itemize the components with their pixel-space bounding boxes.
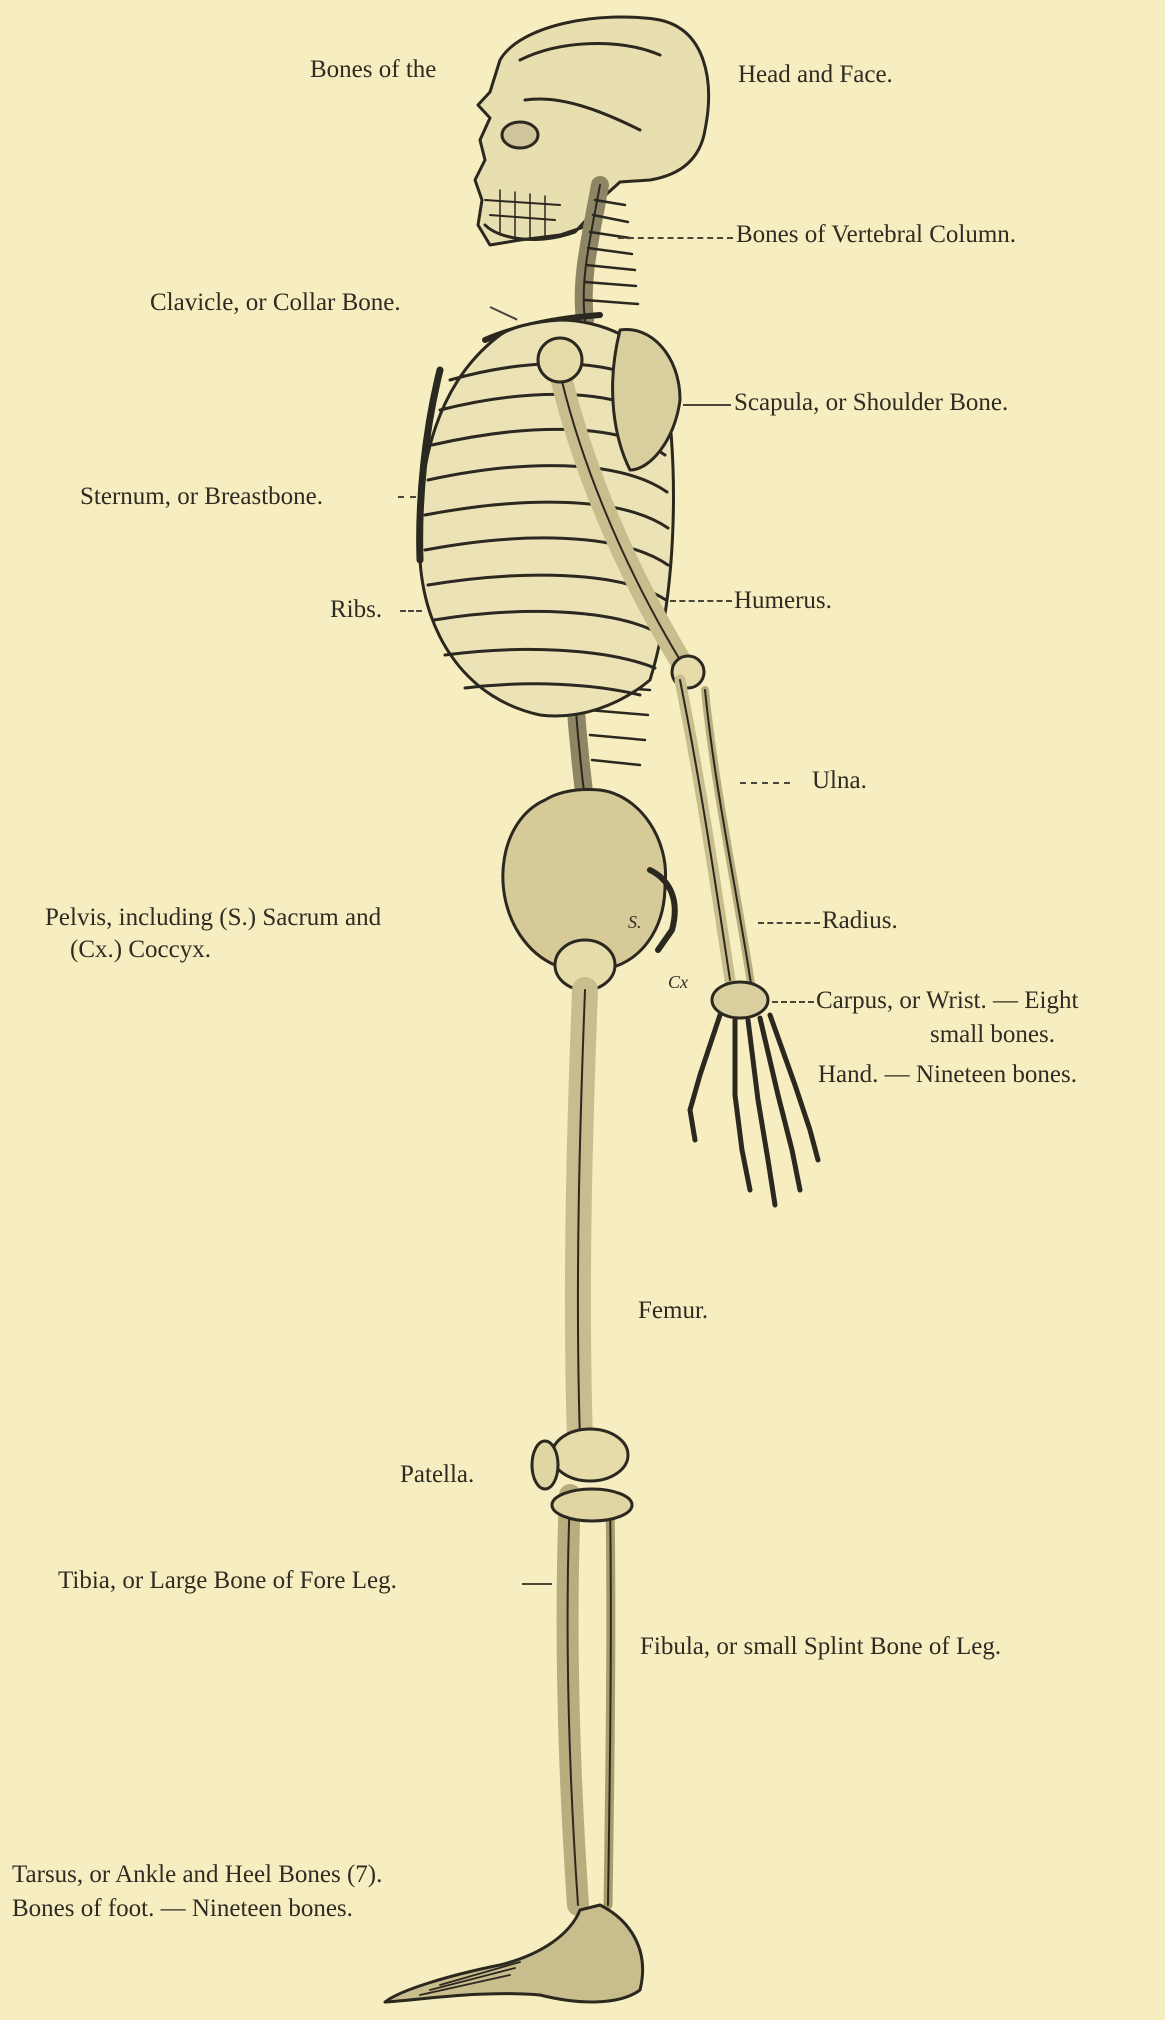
label-tarsus-line1: Tarsus, or Ankle and Heel Bones (7). [12, 1860, 382, 1890]
label-sternum: Sternum, or Breastbone. [80, 482, 323, 512]
label-head-and-face: Head and Face. [738, 60, 893, 90]
label-pelvis-line1: Pelvis, including (S.) Sacrum and [45, 903, 381, 933]
marker-coccyx: Cx [668, 972, 688, 993]
marker-sacrum: S. [628, 912, 642, 933]
leader-tibia [522, 1583, 552, 1585]
label-patella: Patella. [400, 1460, 474, 1490]
patella [532, 1441, 558, 1489]
label-pelvis-line2: (Cx.) Coccyx. [70, 935, 211, 965]
label-clavicle: Clavicle, or Collar Bone. [150, 288, 401, 318]
leader-radius [758, 922, 820, 924]
label-bones-of-the: Bones of the [310, 55, 436, 85]
leader-ribs [400, 610, 422, 612]
leader-vertebral [618, 237, 733, 239]
label-ribs: Ribs. [330, 595, 382, 625]
label-radius: Radius. [822, 906, 898, 936]
leader-carpus [772, 1001, 814, 1003]
leader-sternum [398, 496, 416, 498]
label-tibia: Tibia, or Large Bone of Fore Leg. [58, 1566, 397, 1596]
hand [690, 1015, 818, 1205]
label-carpus-line2: small bones. [930, 1020, 1055, 1050]
label-tarsus-line2: Bones of foot. — Nineteen bones. [12, 1894, 353, 1924]
leader-humerus [670, 600, 732, 602]
label-fibula: Fibula, or small Splint Bone of Leg. [640, 1632, 1001, 1662]
leader-ulna [740, 782, 790, 784]
label-hand: Hand. — Nineteen bones. [818, 1060, 1077, 1090]
label-scapula: Scapula, or Shoulder Bone. [734, 388, 1008, 418]
label-humerus: Humerus. [734, 586, 832, 616]
label-vertebral-column: Bones of Vertebral Column. [736, 220, 1016, 250]
label-carpus-line1: Carpus, or Wrist. — Eight [816, 986, 1078, 1016]
foot [385, 1905, 643, 2002]
leader-scapula [683, 404, 731, 406]
label-femur: Femur. [638, 1296, 708, 1326]
label-ulna: Ulna. [812, 766, 867, 796]
